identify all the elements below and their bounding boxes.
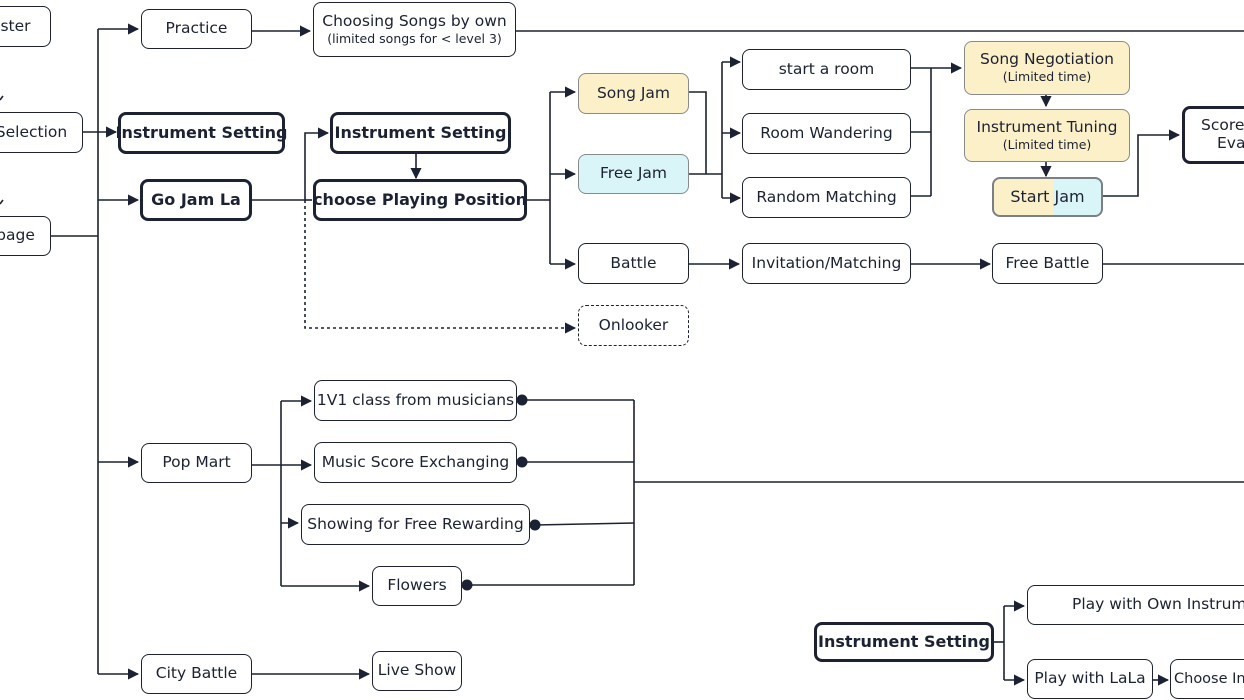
node-free-battle[interactable]: Free Battle: [992, 243, 1103, 284]
node-start-jam[interactable]: Start Jam: [992, 177, 1103, 217]
node-choose-playing-position[interactable]: choose Playing Position: [313, 179, 527, 221]
node-instrument-tuning[interactable]: Instrument Tuning (Limited time): [964, 109, 1130, 162]
node-battle[interactable]: Battle: [578, 243, 689, 284]
node-start-a-room[interactable]: start a room: [742, 49, 911, 90]
node-homepage[interactable]: page: [0, 216, 51, 256]
node-go-jam-la[interactable]: Go Jam La: [140, 179, 252, 221]
node-instrument-setting-bottom[interactable]: Instrument Setting: [814, 622, 994, 662]
node-music-score-exchanging[interactable]: Music Score Exchanging: [314, 442, 517, 483]
node-onlooker[interactable]: Onlooker: [578, 305, 689, 346]
node-live-show[interactable]: Live Show: [372, 651, 462, 691]
node-practice[interactable]: Practice: [141, 9, 252, 49]
node-pop-mart[interactable]: Pop Mart: [141, 443, 252, 483]
node-1v1-class[interactable]: 1V1 class from musicians: [314, 380, 517, 421]
node-choose-instrument[interactable]: Choose Ins: [1170, 659, 1244, 699]
node-showing-free-rewarding[interactable]: Showing for Free Rewarding: [301, 504, 530, 545]
node-room-wandering[interactable]: Room Wandering: [742, 113, 911, 154]
node-invitation-matching[interactable]: Invitation/Matching: [742, 243, 911, 284]
node-master[interactable]: ster: [0, 6, 51, 47]
node-instrument-setting-left[interactable]: Instrument Setting: [116, 112, 287, 154]
node-flowers[interactable]: Flowers: [372, 566, 462, 606]
node-selection[interactable]: Selection: [0, 112, 83, 153]
node-random-matching[interactable]: Random Matching: [742, 177, 911, 218]
node-play-with-own-instrument[interactable]: Play with Own Instrume: [1027, 585, 1244, 625]
node-song-jam[interactable]: Song Jam: [578, 73, 689, 114]
node-song-negotiation[interactable]: Song Negotiation (Limited time): [964, 41, 1130, 95]
node-free-jam[interactable]: Free Jam: [578, 154, 689, 194]
node-choosing-songs[interactable]: Choosing Songs by own (limited songs for…: [313, 2, 516, 57]
node-city-battle[interactable]: City Battle: [141, 654, 252, 694]
node-score-evaluation[interactable]: Score Eva: [1182, 106, 1244, 164]
node-instrument-setting-mid[interactable]: Instrument Setting: [330, 112, 511, 154]
node-play-with-lala[interactable]: Play with LaLa: [1027, 659, 1153, 699]
